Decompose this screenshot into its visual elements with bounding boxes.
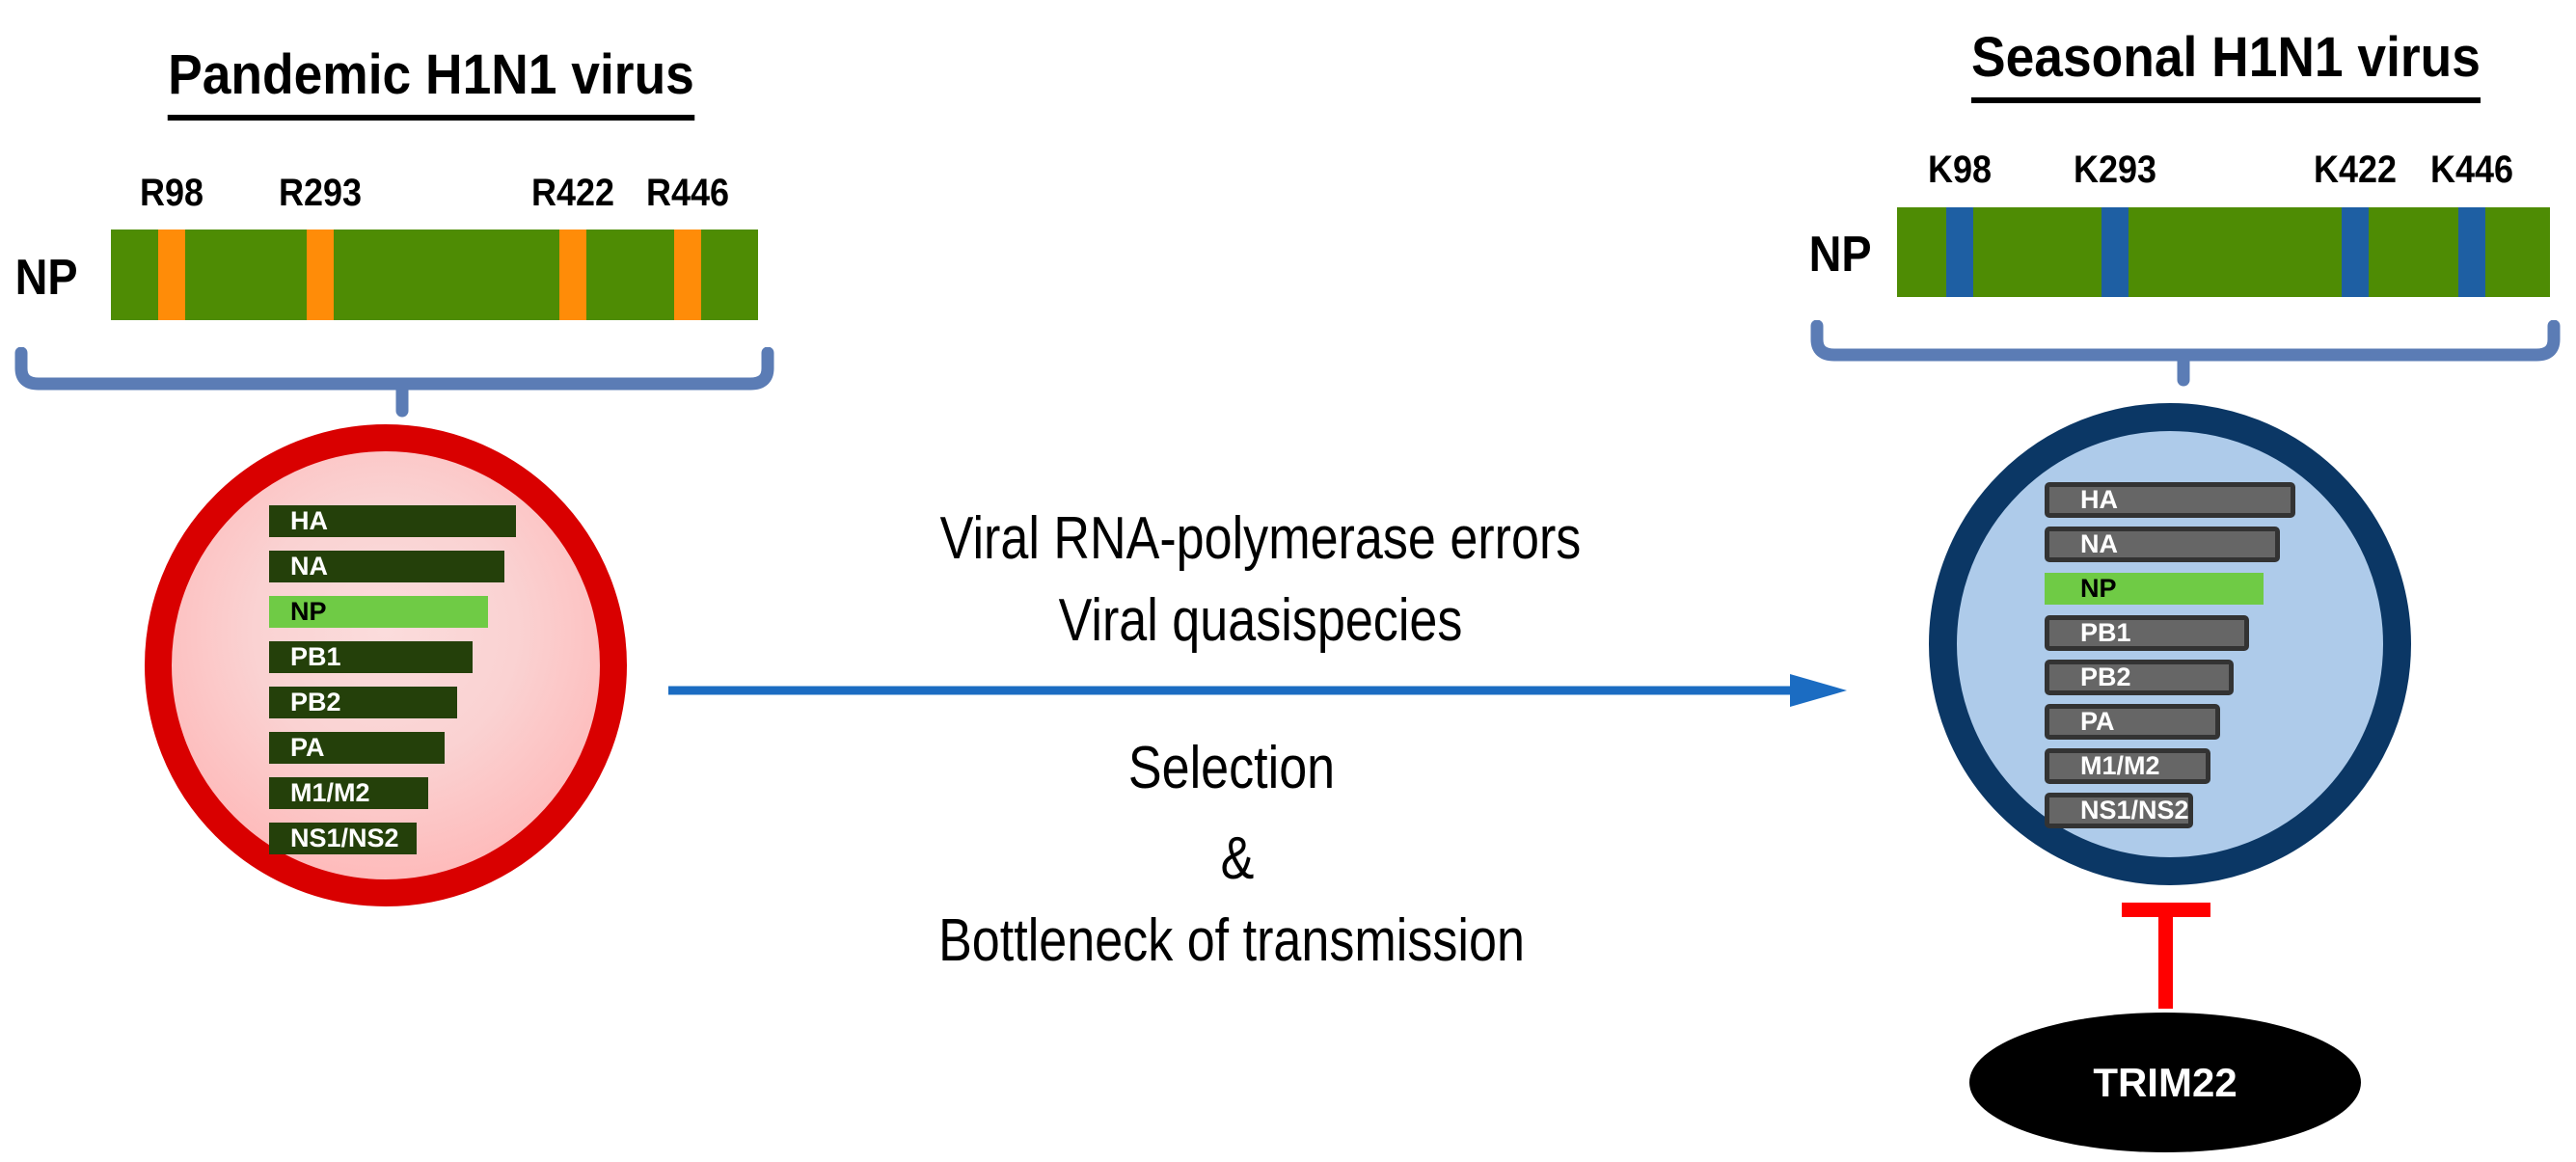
center-text-line2: Viral quasispecies [1058,587,1463,654]
segment-bar-ha: HA [2045,482,2295,518]
segment-bar-np: NP [2045,573,2264,605]
mutation-stripe-k293 [2101,207,2129,297]
pandemic-title-text: Pandemic H1N1 virus [168,42,694,121]
segment-bar-pa: PA [2045,704,2220,740]
seasonal-np-label: NP [1808,227,1872,283]
mutation-label-r422: R422 [530,172,615,214]
mutation-label-r293: R293 [278,172,363,214]
pandemic-title: Pandemic H1N1 virus [148,42,716,121]
mutation-stripe-r422 [559,230,586,320]
seasonal-title-text: Seasonal H1N1 virus [1971,25,2481,103]
segment-bar-pa: PA [269,732,445,764]
pandemic-np-protein-bar [111,230,758,320]
mutation-label-r446: R446 [645,172,730,214]
center-text-line5: Bottleneck of transmission [938,907,1525,974]
segment-bar-ns1ns2: NS1/NS2 [2045,793,2193,828]
mutation-label-r98: R98 [139,172,204,214]
segment-bar-pb1: PB1 [269,641,473,673]
pandemic-np-label: NP [14,250,78,306]
mutation-label-k446: K446 [2429,149,2514,191]
pandemic-brace [14,347,774,418]
inhibition-stem [2158,903,2173,1009]
trim22-label: TRIM22 [2093,1059,2237,1105]
mutation-stripe-k98 [1946,207,1973,297]
segment-bar-ns1ns2: NS1/NS2 [269,823,417,854]
mutation-stripe-k422 [2342,207,2369,297]
segment-bar-m1m2: M1/M2 [2045,748,2210,784]
mutation-label-k422: K422 [2313,149,2398,191]
mutation-stripe-r446 [674,230,701,320]
segment-bar-pb1: PB1 [2045,615,2249,651]
center-text-line1: Viral RNA-polymerase errors [939,505,1582,572]
seasonal-np-protein-bar [1897,207,2550,297]
seasonal-title: Seasonal H1N1 virus [1942,25,2510,103]
segment-bar-pb2: PB2 [2045,660,2234,695]
segment-bar-np: NP [269,596,488,628]
segment-bar-m1m2: M1/M2 [269,777,428,809]
center-text-line4: & [1220,825,1255,892]
mutation-label-k293: K293 [2073,149,2157,191]
segment-bar-na: NA [2045,527,2280,562]
transition-arrow [668,674,1847,707]
mutation-label-k98: K98 [1927,149,1993,191]
segment-bar-ha: HA [269,505,516,537]
mutation-stripe-k446 [2458,207,2485,297]
segment-bar-na: NA [269,551,504,582]
seasonal-brace [1810,320,2561,387]
mutation-stripe-r98 [158,230,185,320]
center-text-line3: Selection [1127,735,1336,801]
mutation-stripe-r293 [307,230,334,320]
segment-bar-pb2: PB2 [269,687,457,718]
trim22-ellipse: TRIM22 [1969,1013,2361,1152]
